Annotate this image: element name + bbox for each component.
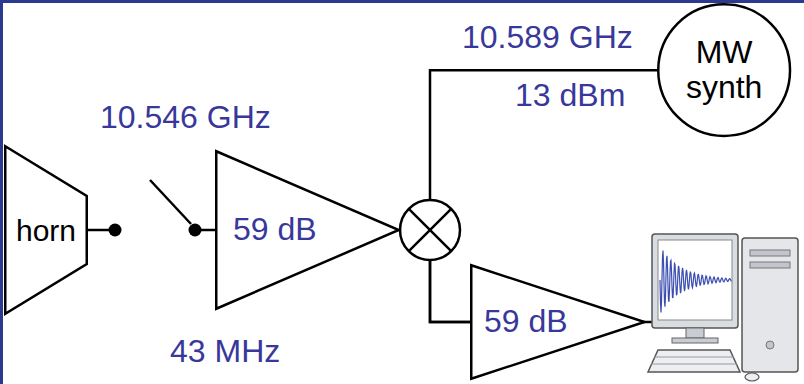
node-label: 59 dB [233, 212, 317, 247]
switch-contact [189, 224, 202, 237]
node-label: horn [16, 214, 76, 247]
signal-wire [430, 70, 657, 322]
signal-label: 10.546 GHz [100, 100, 271, 135]
amplifier: 59 dB [470, 264, 646, 380]
frame-line [0, 0, 804, 3]
switch-lever [150, 180, 191, 224]
mixer-symbol [400, 200, 460, 260]
signal-label: 10.589 GHz [462, 20, 633, 55]
synthesizer: MW synth [657, 3, 791, 137]
frame-line [0, 0, 3, 384]
switch-contact [109, 224, 122, 237]
node-label: 59 dB [484, 304, 568, 339]
amplifier: 59 dB [215, 150, 400, 310]
horn-antenna: horn [4, 145, 88, 315]
computer-icon [648, 234, 798, 381]
signal-label: 43 MHz [170, 334, 280, 369]
signal-label: 13 dBm [515, 78, 625, 113]
node-label: MW synth [674, 35, 774, 105]
